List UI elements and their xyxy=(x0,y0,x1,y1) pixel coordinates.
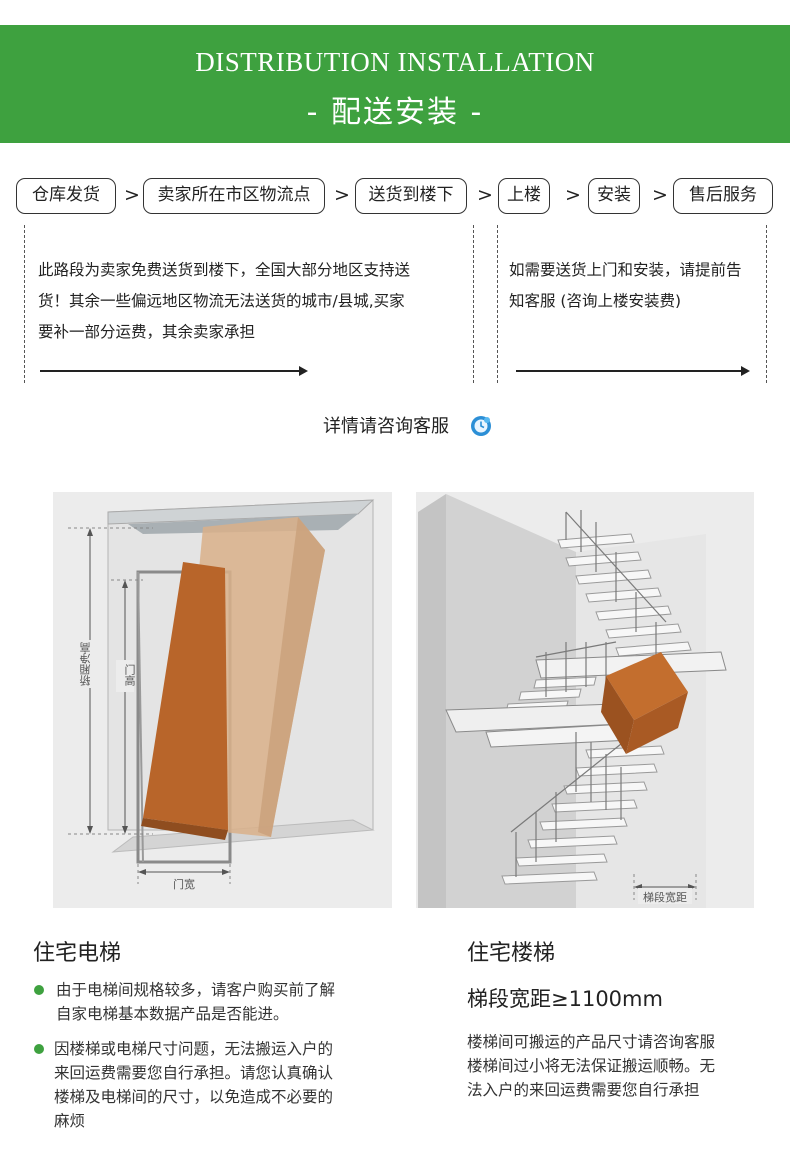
step-install: 安装 xyxy=(588,178,640,214)
note-free-delivery: 此路段为卖家免费送货到楼下，全国大部分地区支持送 货！其余一些偏远地区物流无法送… xyxy=(38,261,411,341)
flow-arrow: > xyxy=(477,184,493,206)
flow-arrow: > xyxy=(124,184,140,206)
dashed-divider xyxy=(766,225,767,383)
elevator-bullet-2: 因楼梯或电梯尺寸问题，无法搬运入户的 来回运费需要您自行承担。请您认真确认 楼梯… xyxy=(54,1040,334,1130)
chat-icon[interactable] xyxy=(469,414,493,438)
header-banner: DISTRIBUTION INSTALLATION - 配送安装 - xyxy=(0,25,790,143)
step-warehouse: 仓库发货 xyxy=(16,178,116,214)
dashed-divider xyxy=(473,225,474,383)
range-arrow xyxy=(40,366,308,375)
flow-arrow: > xyxy=(565,184,581,206)
step-after-sales: 售后服务 xyxy=(673,178,773,214)
elevator-illustration: 轿厢净高 门高 门宽 xyxy=(53,492,392,908)
bullet-dot xyxy=(34,1044,44,1054)
label-door-height: 门高 xyxy=(123,664,136,686)
label-door-width: 门宽 xyxy=(173,878,195,891)
step-local-logistics: 卖家所在市区物流点 xyxy=(143,178,325,214)
stairs-illustration: 梯段宽距 xyxy=(416,492,754,908)
stairs-subtitle: 梯段宽距≥1100mm xyxy=(467,987,663,1011)
flow-arrow: > xyxy=(652,184,668,206)
step-deliver-downstairs: 送货到楼下 xyxy=(355,178,467,214)
label-car-height: 轿厢净高 xyxy=(79,642,92,686)
stairs-desc: 楼梯间可搬运的产品尺寸请咨询客服 楼梯间过小将无法保证搬运顺畅。无 法入户的来回… xyxy=(467,1033,716,1099)
elevator-bullet-1: 由于电梯间规格较多，请客户购买前了解 自家电梯基本数据产品是否能进。 xyxy=(56,981,336,1023)
flow-arrow: > xyxy=(334,184,350,206)
header-en-title: DISTRIBUTION INSTALLATION xyxy=(195,47,595,77)
bullet-dot xyxy=(34,985,44,995)
elevator-title: 住宅电梯 xyxy=(33,941,122,966)
range-arrow xyxy=(516,366,750,375)
stairs-title: 住宅楼梯 xyxy=(467,941,556,966)
consult-text: 详情请咨询客服 xyxy=(323,416,449,437)
label-stair-width: 梯段宽距 xyxy=(643,891,687,904)
header-cn-title: - 配送安装 - xyxy=(306,95,484,130)
dashed-divider xyxy=(497,225,498,383)
dashed-divider xyxy=(24,225,25,383)
note-install: 如需要送货上门和安装，请提前告 知客服 (咨询上楼安装费) xyxy=(509,261,742,310)
step-upstairs: 上楼 xyxy=(498,178,550,214)
